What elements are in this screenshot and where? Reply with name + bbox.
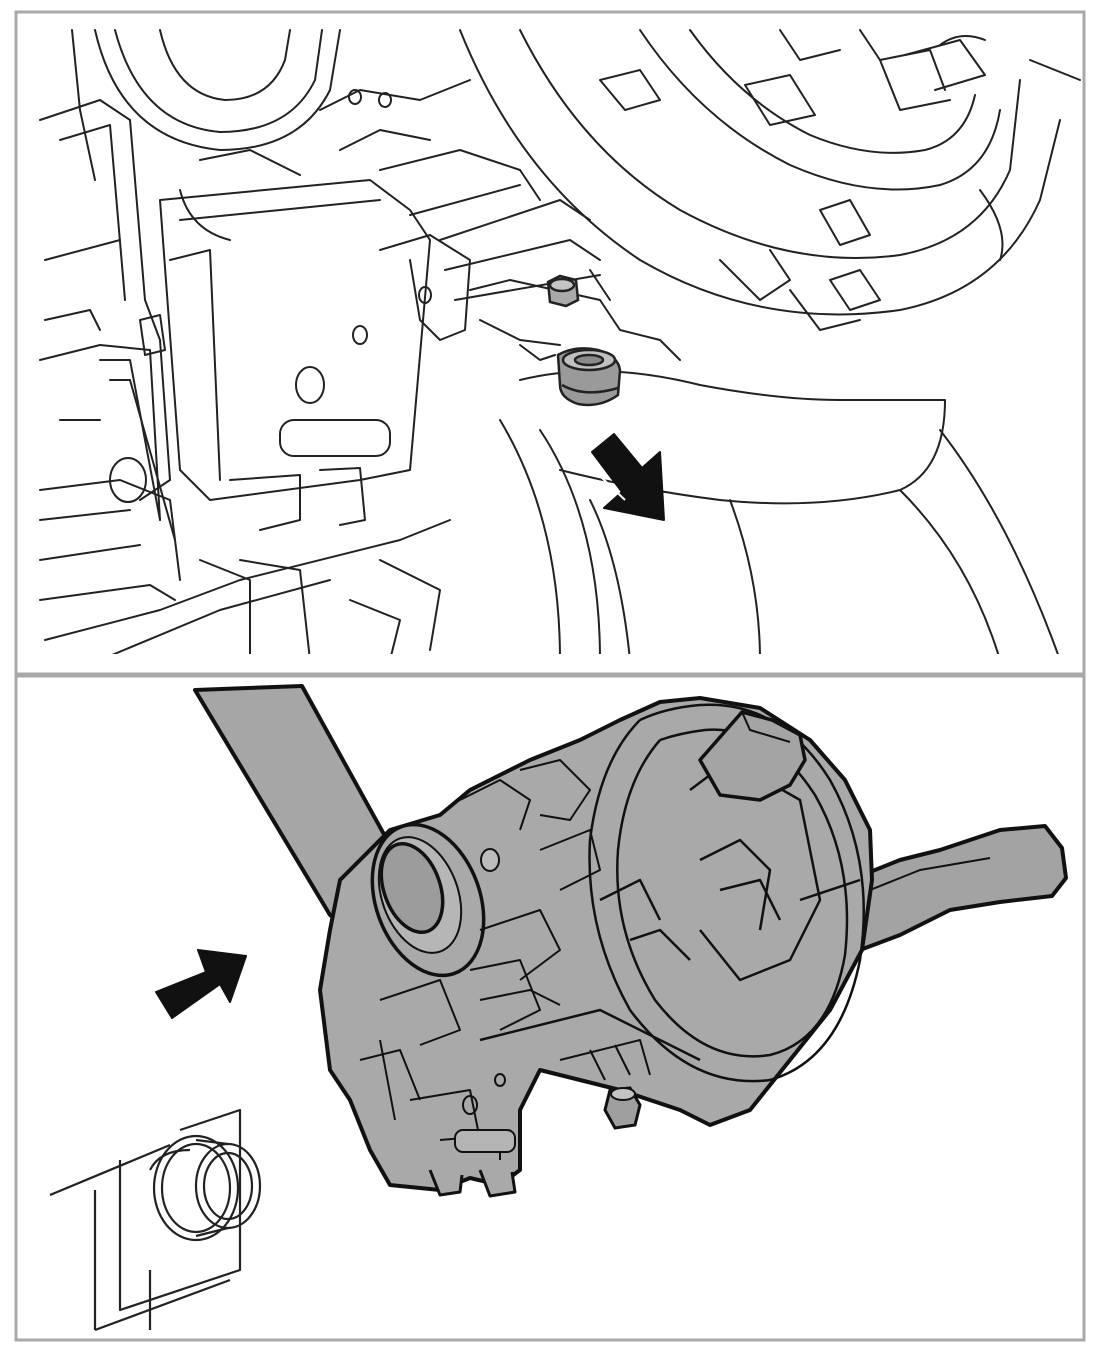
clockspring-connector [698,710,807,802]
clockspring-housing [159,79,601,531]
retaining-nut-lower [603,1086,642,1130]
mounting-tabs [428,1169,517,1198]
retaining-nut [546,274,622,407]
lower-shroud [499,370,1059,654]
steering-column-shroud [459,29,1081,331]
wiper-stalk-lever [848,824,1068,952]
top-panel [39,29,1081,654]
module-details [359,759,651,1160]
upper-housing-ring [71,29,341,181]
clockspring-module [318,696,874,1192]
bottom-panel [49,684,1068,1332]
left-column-bracket [39,99,451,654]
removal-arrow-icon [591,433,665,521]
figure-frame [14,10,1086,1342]
column-shaft-end [49,1108,262,1332]
shaft-collar [370,822,500,978]
connector-bracket [469,269,681,361]
installation-arrow-icon [155,949,251,1031]
